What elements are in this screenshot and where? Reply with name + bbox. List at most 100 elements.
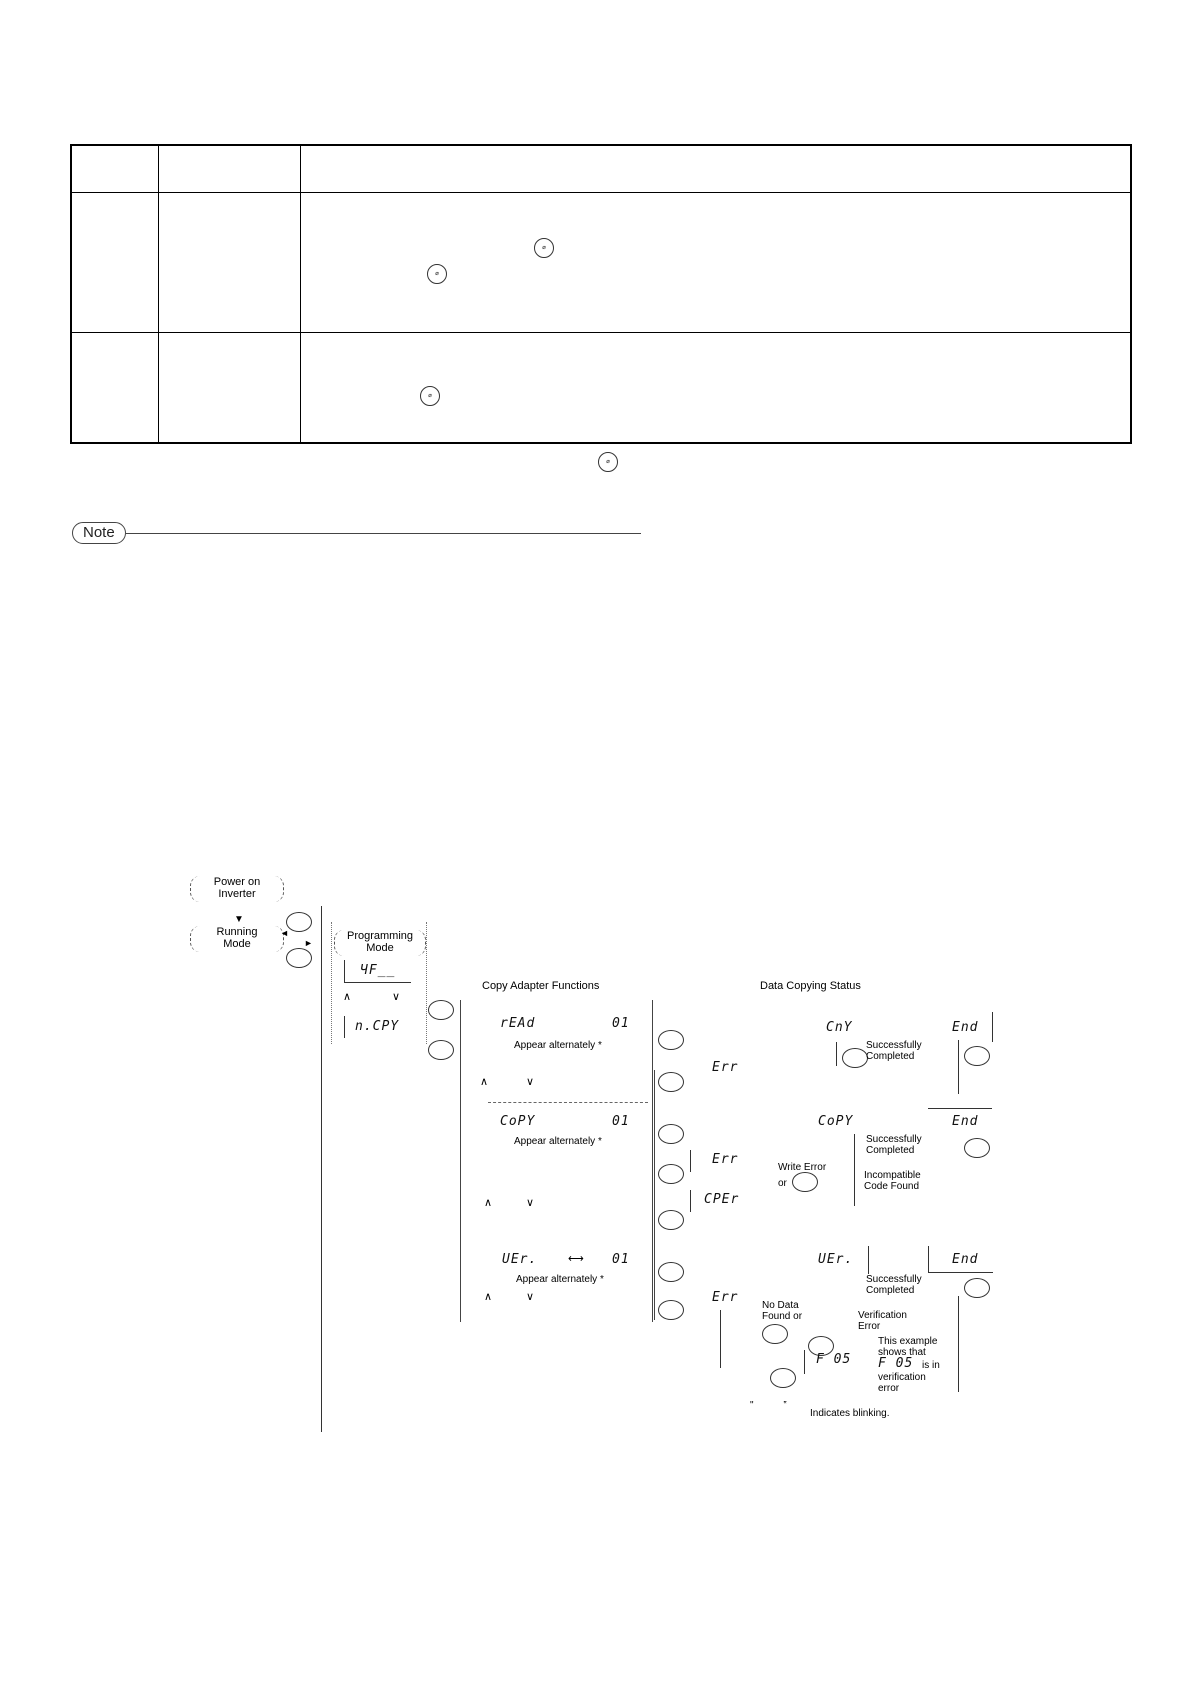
verify-end-display: End xyxy=(952,1252,979,1267)
down-key-icon: ∨ xyxy=(392,991,401,1003)
verification-error-label-2: verification error xyxy=(878,1372,926,1394)
prg-reset-key-icon: ⌀ xyxy=(427,264,447,284)
write-error-label: Write Error xyxy=(778,1162,827,1173)
status-arrow-line xyxy=(720,1310,721,1368)
down-key-icon: ∨ xyxy=(526,1076,535,1088)
read-end-display: End xyxy=(952,1020,979,1035)
verify-status-display: UEr. xyxy=(818,1252,854,1267)
func-data-key-icon xyxy=(428,1000,454,1020)
example-display: F 05 xyxy=(816,1352,852,1367)
running-mode-label: Running Mode xyxy=(190,926,284,952)
verify-success-label: Successfully Completed xyxy=(866,1274,922,1296)
down-key-icon: ∨ xyxy=(526,1197,535,1209)
func-data-key-icon xyxy=(658,1030,684,1050)
table-column-divider xyxy=(158,146,159,442)
func-data-key-icon xyxy=(658,1262,684,1282)
read-success-label: Successfully Completed xyxy=(866,1040,922,1062)
flow-main-bracket xyxy=(321,906,322,1432)
copy-adapter-functions-heading: Copy Adapter Functions xyxy=(482,980,600,992)
incompatible-code-label: Incompatible Code Found xyxy=(864,1170,921,1192)
display-box xyxy=(344,960,411,983)
procedure-table: ⌀ ⌀ ⌀ xyxy=(70,144,1132,444)
uf-display: ЧF__ xyxy=(360,963,396,978)
status-bracket xyxy=(804,1350,805,1374)
prg-reset-key-icon xyxy=(792,1172,818,1192)
copy-display: CoPY xyxy=(500,1114,536,1129)
prg-reset-key-icon xyxy=(658,1164,684,1184)
status-bracket xyxy=(992,1012,993,1042)
data-copying-status-heading: Data Copying Status xyxy=(760,980,861,992)
power-on-inverter-label: Power on Inverter xyxy=(190,876,284,902)
verify-number-display: 01 xyxy=(612,1252,630,1267)
table-column-divider xyxy=(300,146,301,442)
status-bracket xyxy=(958,1040,959,1094)
status-bracket xyxy=(690,1150,691,1172)
appear-alternately-note: Appear alternately * xyxy=(514,1136,602,1147)
prg-reset-key-icon xyxy=(964,1046,990,1066)
table-header-divider xyxy=(72,192,1130,193)
end-box xyxy=(928,1246,993,1273)
up-key-icon: ∧ xyxy=(480,1076,489,1088)
status-bracket xyxy=(654,1070,655,1320)
func-data-key-icon xyxy=(808,1336,834,1356)
status-bracket xyxy=(868,1246,869,1274)
programming-mode-label: Programming Mode xyxy=(334,930,426,956)
appear-alternately-note: Appear alternately * xyxy=(514,1040,602,1051)
copy-section-divider xyxy=(488,1102,648,1103)
verification-error-label: Verification Error xyxy=(858,1310,907,1332)
right-arrow-icon: ► xyxy=(304,938,313,948)
verify-error-display: Err xyxy=(712,1290,739,1305)
prg-reset-key-icon xyxy=(286,948,312,968)
read-status-display: CnY xyxy=(826,1020,853,1035)
ncpy-display: n.CPY xyxy=(355,1019,400,1034)
appear-alternately-note: Appear alternately * xyxy=(516,1274,604,1285)
example-code-display: F 05 xyxy=(878,1356,914,1371)
blink-marks-icon: "‟ xyxy=(750,1400,817,1411)
prg-reset-key-icon xyxy=(286,912,312,932)
example-label: This example shows that xyxy=(878,1336,938,1358)
prg-reset-key-icon: ⌀ xyxy=(598,452,618,472)
blinking-legend-label: Indicates blinking. xyxy=(810,1408,890,1419)
status-bracket xyxy=(836,1042,837,1066)
status-rule xyxy=(928,1108,992,1109)
prg-reset-key-icon xyxy=(762,1324,788,1344)
prg-reset-key-icon xyxy=(658,1210,684,1230)
verify-display: UEr. xyxy=(502,1252,538,1267)
status-bracket xyxy=(958,1296,959,1392)
func-data-key-icon: ⌀ xyxy=(534,238,554,258)
no-data-found-label: No Data Found or xyxy=(762,1300,803,1322)
functions-bracket xyxy=(460,1000,461,1322)
func-data-key-icon xyxy=(658,1124,684,1144)
note-badge: Note xyxy=(72,522,126,544)
prg-reset-key-icon xyxy=(428,1040,454,1060)
copy-status-display: CoPY xyxy=(818,1114,854,1129)
status-bracket xyxy=(854,1134,855,1206)
prg-reset-key-icon xyxy=(842,1048,868,1068)
copy-success-label: Successfully Completed xyxy=(866,1134,922,1156)
up-key-icon: ∧ xyxy=(343,991,352,1003)
prg-reset-key-icon xyxy=(658,1072,684,1092)
or-label: or xyxy=(778,1178,787,1189)
note-rule xyxy=(126,533,641,534)
down-arrow-icon: ▼ xyxy=(234,914,244,925)
read-number-display: 01 xyxy=(612,1016,630,1031)
write-error-display: Err xyxy=(712,1152,739,1167)
flow-dotted-bracket xyxy=(426,922,427,1044)
read-display: rEAd xyxy=(500,1016,536,1031)
double-arrow-icon: ⟷ xyxy=(568,1253,584,1265)
down-key-icon: ∨ xyxy=(526,1291,535,1303)
prg-reset-key-icon xyxy=(964,1278,990,1298)
incompatible-display: CPEr xyxy=(704,1192,740,1207)
func-data-key-icon: ⌀ xyxy=(420,386,440,406)
flow-dotted-bracket xyxy=(331,922,332,1044)
table-row-divider xyxy=(72,332,1130,333)
read-error-display: Err xyxy=(712,1060,739,1075)
prg-reset-key-icon xyxy=(964,1138,990,1158)
is-in-label: is in xyxy=(922,1360,940,1371)
func-data-key-icon xyxy=(770,1368,796,1388)
status-bracket xyxy=(690,1190,691,1212)
note-label: Note xyxy=(83,524,115,541)
up-key-icon: ∧ xyxy=(484,1197,493,1209)
prg-reset-key-icon xyxy=(658,1300,684,1320)
